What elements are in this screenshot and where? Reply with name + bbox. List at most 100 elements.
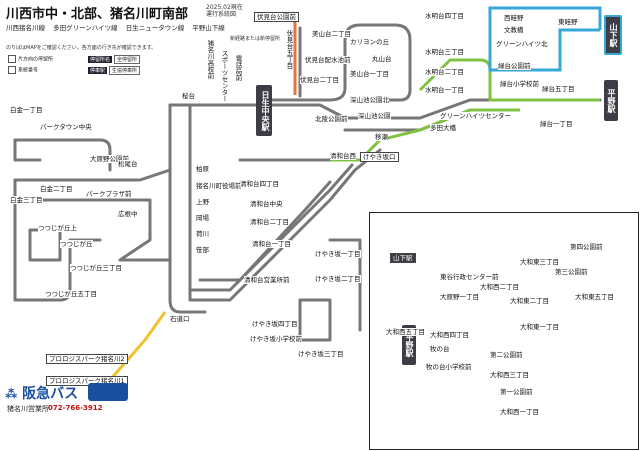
date-value: 2025.02現在 [206, 4, 243, 11]
legend-express: 停車駅生協停車所 [88, 66, 142, 75]
updated-note: 新経路または新停留所 [230, 36, 281, 42]
stop-kasugadai-school: 緑台小学校前 [500, 80, 539, 88]
stop-tsutsujigaoka: つつじが丘 [60, 240, 93, 248]
stop-yakuba: 猪名川町役場前 [196, 182, 242, 190]
stop-shimizu4: 水明台四丁目 [425, 12, 464, 20]
stop-tsutsujigaoka3: つつじが丘三丁目 [70, 264, 122, 272]
inset-dai2-park: 第二公園前 [490, 351, 523, 359]
stop-hokutai: 北陵公園前 [315, 115, 348, 123]
stop-fukamizo-park: 深山池公園 [358, 112, 391, 120]
stop-hirobayashi: 広根中 [118, 210, 138, 218]
yellow-route [90, 311, 167, 382]
stop-tada-otaka: 多田大橋 [430, 124, 456, 132]
stop-shimizu3: 水明台三丁目 [425, 48, 464, 56]
stop-park-plaza: パークプラザ前 [86, 190, 132, 198]
stop-higashitada: 東畦野 [558, 18, 578, 26]
inset-dai4-park: 第四公園前 [570, 243, 603, 251]
stop-mishimadai1: 美山台一丁目 [350, 70, 389, 78]
inset-makinodai-school: 牧の台小学校前 [426, 363, 472, 371]
stop-seiwadai2: 清和台二丁目 [250, 218, 289, 226]
stop-koboi: 荷川 [196, 230, 209, 238]
route-west-top [13, 138, 112, 172]
direction-icon [8, 55, 16, 63]
inset-daiwa-higashi5: 大和東五丁目 [575, 293, 614, 301]
company-logo: ⁂ 阪急バス [5, 386, 79, 402]
inset-daiwa-nishi1: 大和西一丁目 [500, 408, 539, 416]
route-diagonal-1 [188, 148, 382, 302]
yamashita-station: 山下駅 [604, 15, 622, 55]
stop-fushimidai-center: 伏見台配水池前 [305, 56, 351, 64]
route-diagonal-2 [188, 163, 354, 292]
stop-shimizu2: 水明台二丁目 [425, 68, 464, 76]
stop-keyaki1: けやき坂一丁目 [315, 250, 361, 258]
route-tsutsuji-loop [28, 228, 62, 262]
stop-kasugadai5: 緑台五丁目 [542, 85, 575, 93]
date-label: 2025.02現在 運行系統図 [206, 4, 243, 18]
stop-seiwadai4: 清和台四丁目 [240, 180, 279, 188]
office-phone: 072-766-3912 [48, 404, 103, 412]
map-title: 川西市中・北部、猪名川町南部 [6, 7, 189, 22]
stop-sports-center: スポーツセンター [220, 50, 228, 102]
stop-keyaki-school: けやき坂小学校前 [250, 335, 302, 343]
stop-seiwadai-office: 清和台営業所前 [244, 276, 290, 284]
stop-okaji: 岡場 [196, 214, 209, 222]
stop-mishimadai2: 美山台二丁目 [312, 30, 351, 38]
inset-daiwa-higashi2: 大和東二丁目 [510, 297, 549, 305]
stop-nishitada: 西畦野 [504, 14, 524, 22]
inset-daiwa-nishi4: 大和西四丁目 [430, 331, 469, 339]
stop-tsutsujigaoka5: つつじが丘五丁目 [45, 290, 97, 298]
office-name: 猪名川営業所 [7, 405, 49, 413]
route-east [258, 98, 602, 120]
inset-dai1-park: 第一公園前 [500, 388, 533, 396]
inset-daiwa-nishi3: 大和西三丁目 [490, 371, 529, 379]
nissei-station: 日生中央駅 [256, 85, 272, 136]
inset-daiwa-higashi3: 大和東三丁目 [520, 258, 559, 266]
route-list: 川西猪名川線 多田グリーンハイツ線 日生ニュータウン線 平野山下線 [6, 22, 231, 32]
inset-makinodai: 牧の台 [430, 345, 450, 353]
stop-keyaki-guchi: けやき坂口 [360, 152, 399, 162]
stop-park-town: パークタウン中央 [40, 123, 92, 131]
inset-oharano: 大原野一丁目 [440, 293, 479, 301]
stop-keyaki4: けやき坂四丁目 [252, 320, 298, 328]
legend-direction: 片方向の停留所 [8, 55, 53, 63]
code-icon [8, 66, 16, 74]
route-name-2: 多田グリーンハイツ線 [53, 24, 118, 32]
stop-shirakin2: 白金二丁目 [40, 185, 73, 193]
inset-higashitada-center: 東谷行政センター前 [440, 273, 499, 281]
stop-prologis1: プロロジスパーク猪名川1 [46, 376, 128, 386]
stop-fukamizo-kita: 深山池公園北 [350, 96, 389, 104]
stop-fushimidai5: 伏見台五丁目 [285, 30, 293, 69]
stop-green-center: グリーンハイツセンター [440, 112, 512, 120]
stop-seiwadai-chuo: 清和台中央 [250, 200, 283, 208]
green-route [418, 58, 600, 132]
stop-shirakin1: 白金一丁目 [10, 106, 43, 114]
route-name-1: 川西猪名川線 [6, 24, 45, 32]
stop-fushimidai-park: 伏見台公園前 [254, 12, 299, 22]
route-trunk-vertical [168, 103, 207, 314]
stop-kashiwabara: 柏原 [196, 165, 209, 173]
stop-denryoku: 電話局前 [234, 55, 242, 81]
stop-fushimidai2: 伏見台二丁目 [300, 76, 339, 84]
stop-oharano: 大原野公園前 [90, 155, 129, 163]
stop-kasugadai1: 緑台一丁目 [540, 120, 573, 128]
stop-karion: カリヨンの丘 [350, 38, 389, 46]
logo-mark-icon: ⁂ [5, 387, 18, 401]
stop-shimizu1: 水明台一丁目 [425, 86, 464, 94]
route-name-3: 日生ニュータウン線 [125, 24, 185, 32]
stop-tataki: 笹部 [196, 246, 209, 254]
stop-bunkyo: 文教橋 [504, 26, 524, 34]
stop-green-heights-kita: グリーンハイツ北 [496, 40, 548, 48]
date-subtitle: 運行系統図 [206, 11, 237, 18]
bus-icon [88, 383, 128, 401]
stop-sakuradai: 桜台 [182, 92, 195, 100]
stop-keyaki2: けやき坂二丁目 [315, 275, 361, 283]
route-keyaki-loop [298, 298, 332, 342]
notice-text: のりばはMAPをご確認ください。各方面の行き先が確認できます。 [6, 45, 157, 51]
stop-tsutsujigaoka-ue: つつじが丘上 [38, 224, 77, 232]
stop-seiwadai-nishi: 清和台西 [330, 152, 356, 160]
inset-yamashita-station: 山下駅 [390, 253, 416, 263]
inset-dai3-park: 第三公園前 [555, 268, 588, 276]
inset-daiwa-higashi1: 大和東一丁目 [520, 323, 559, 331]
route-west-mid [13, 168, 172, 182]
route-west-loop [13, 138, 42, 162]
